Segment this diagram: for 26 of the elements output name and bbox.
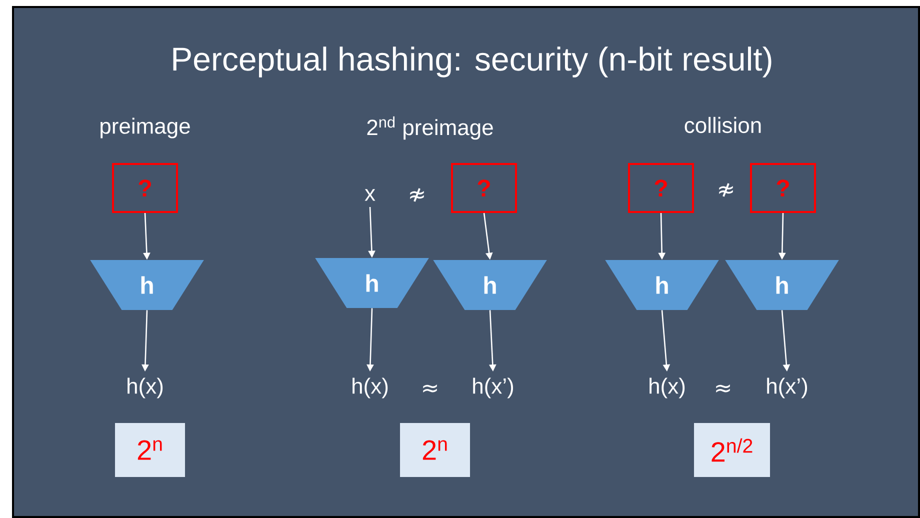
hash-output-text: h(x’) <box>473 378 514 398</box>
hash-function-trapezoid: h <box>605 260 719 310</box>
relation-symbol: ≈ <box>716 384 730 392</box>
hash-output-text: h(x) <box>352 378 388 398</box>
unknown-input-box: ? <box>750 163 816 213</box>
hash-output-text: h(x’) <box>767 378 808 398</box>
hash-function-trapezoid: h <box>433 260 547 310</box>
relation-symbol: ≉ <box>410 188 424 202</box>
relation-symbol: ≈ <box>423 384 437 392</box>
hash-function-trapezoid: h <box>90 260 204 310</box>
section-heading: collision <box>684 116 761 134</box>
relation-symbol: ≉ <box>719 183 733 197</box>
hash-function-trapezoid: h <box>725 260 839 310</box>
complexity-box: 2$^{n/2}$ <box>694 423 770 477</box>
hash-output-text: h(x) <box>650 378 685 398</box>
complexity-box: 2$^{n}$ <box>400 423 470 477</box>
section-heading: 2$^{nd}$ preimage <box>367 116 493 140</box>
section-heading: preimage <box>100 118 190 138</box>
hash-output-text: h(x) <box>128 378 163 398</box>
unknown-input-box: ? <box>628 163 694 213</box>
hash-function-trapezoid: h <box>315 258 429 308</box>
complexity-box: 2$^{n}$ <box>115 423 185 477</box>
unknown-input-box: ? <box>451 163 517 213</box>
input-text: x <box>364 189 376 201</box>
unknown-input-box: ? <box>112 163 178 213</box>
slide-title: Perceptual hashing: security (n-bit result) <box>173 46 772 78</box>
